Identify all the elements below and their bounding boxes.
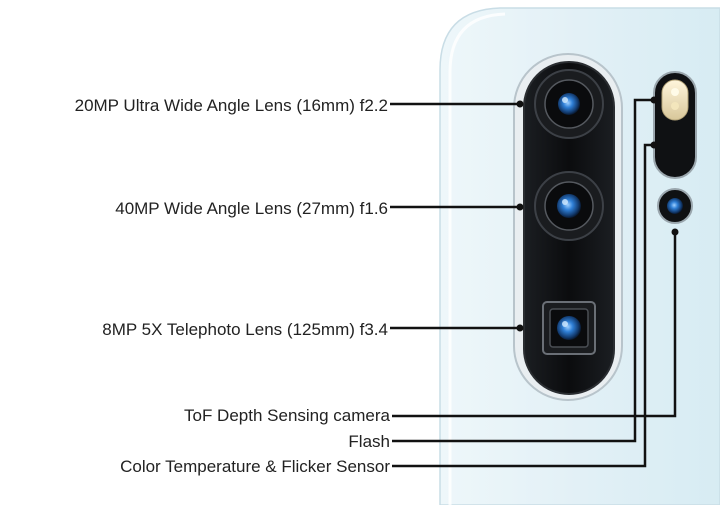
flash-icon [653, 71, 697, 179]
leader-color-sensor [392, 143, 654, 468]
leader-lines [390, 98, 677, 468]
telephoto-lens-icon [542, 301, 596, 355]
tof-sensor-icon [657, 188, 693, 224]
ultra-wide-lens-icon [534, 69, 604, 139]
leader-tof [392, 232, 677, 418]
phone-edge-highlight [448, 12, 506, 505]
wide-lens-icon [534, 171, 604, 241]
label-telephoto-lens: 8MP 5X Telephoto Lens (125mm) f3.4 [102, 320, 388, 339]
leader-flash [392, 98, 654, 443]
label-ultra-wide-lens: 20MP Ultra Wide Angle Lens (16mm) f2.2 [74, 96, 388, 115]
label-color-sensor: Color Temperature & Flicker Sensor [120, 457, 390, 476]
label-tof-sensor: ToF Depth Sensing camera [184, 406, 390, 425]
label-wide-lens: 40MP Wide Angle Lens (27mm) f1.6 [115, 199, 388, 218]
label-flash: Flash [348, 432, 390, 451]
leader-dots [516, 96, 679, 332]
